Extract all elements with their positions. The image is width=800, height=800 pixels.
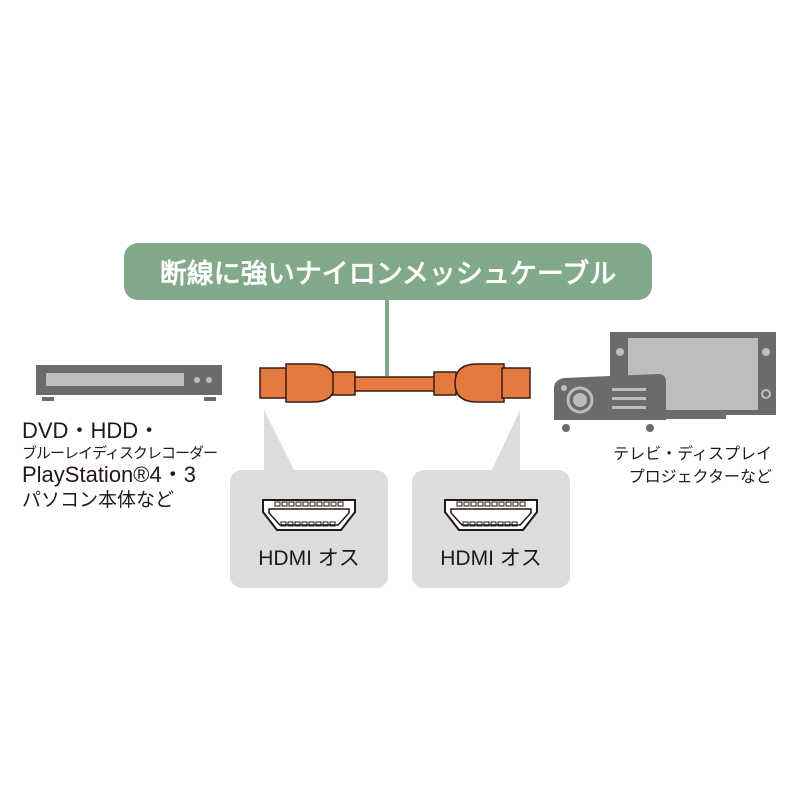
connector-label-right: HDMI オス [440,547,542,570]
source-devices-text: DVD・HDD・ ブルーレイディスクレコーダー PlayStation®4・3 … [22,418,218,512]
hdmi-male-icon [262,499,356,531]
banner-title: 断線に強いナイロンメッシュケーブル [159,259,617,290]
dvd-recorder-icon [36,365,222,401]
source-line-4: パソコン本体など [22,488,175,511]
hdmi-male-icon [444,499,538,531]
display-line-1: テレビ・ディスプレイ [613,444,772,463]
connector-box-left: HDMI オス [230,470,388,588]
feature-banner: 断線に強いナイロンメッシュケーブル [124,243,652,300]
connector-label-left: HDMI オス [258,547,360,570]
connector-box-right: HDMI オス [412,470,570,588]
tv-projector-icon [554,332,776,432]
display-line-2: プロジェクターなど [628,467,772,487]
source-line-3: PlayStation®4・3 [22,462,196,488]
callout-pointers [264,410,520,472]
banner-connector-line [385,300,389,376]
display-devices-text: テレビ・ディスプレイ プロジェクターなど [600,442,772,488]
source-line-2: ブルーレイディスクレコーダー [22,444,218,463]
source-line-1: DVD・HDD・ [22,418,161,443]
hdmi-cable-icon [259,363,531,403]
